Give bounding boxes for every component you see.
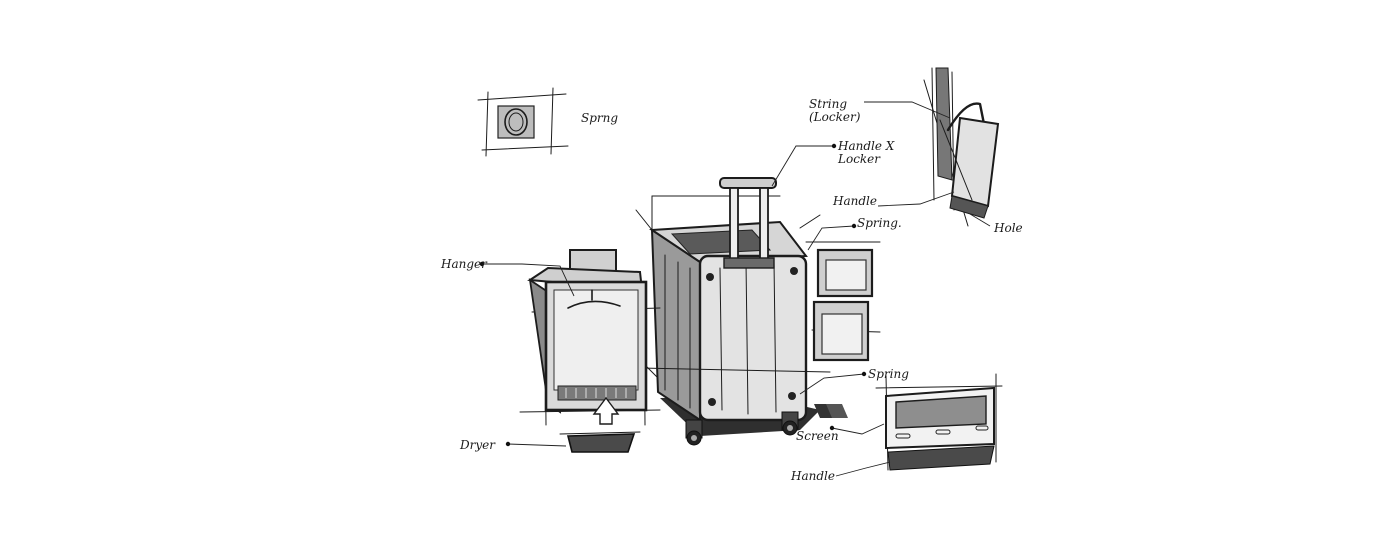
main-suitcase-drawing	[635, 177, 848, 446]
screen-panel-drawing	[875, 373, 1003, 471]
label-handle-right: Handle	[833, 194, 877, 208]
label-spring-right: Spring.	[857, 216, 902, 230]
string-locker-detail-drawing	[923, 67, 1000, 227]
label-screen: Screen	[796, 429, 839, 443]
label-hanger: Hanger	[441, 257, 487, 271]
label-spring-bottom: Spring	[868, 367, 909, 381]
hanger-box-drawing	[519, 249, 661, 426]
label-hole: Hole	[994, 221, 1023, 235]
spring-boxes-drawing	[805, 241, 881, 362]
dryer-drawing	[559, 431, 641, 453]
leader-lines	[479, 101, 991, 477]
label-handle-locker: Handle X Locker	[838, 139, 895, 166]
label-handle-bottom: Handle	[791, 469, 835, 483]
label-dryer: Dryer	[460, 438, 495, 452]
spring-detail-drawing	[477, 87, 569, 157]
label-spring-top: Sprng	[581, 111, 619, 125]
label-string-locker: String (Locker)	[809, 97, 861, 124]
